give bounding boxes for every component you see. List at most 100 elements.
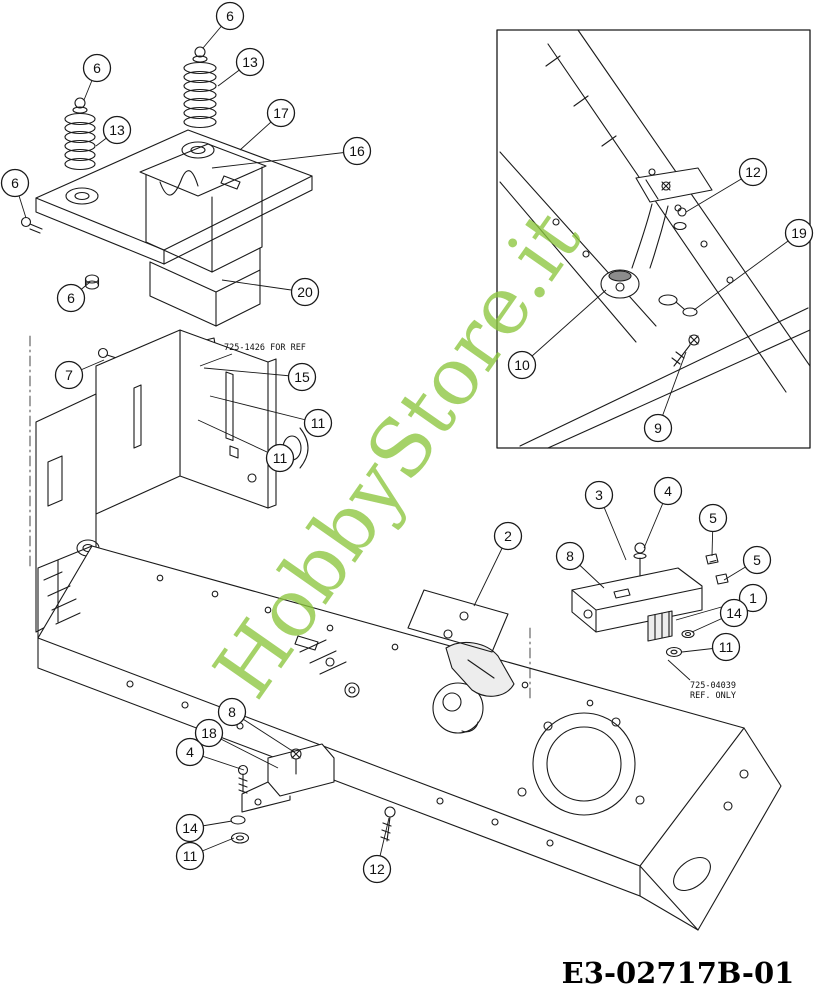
callout-label: 4 [186,744,194,760]
inset-detail-view [496,29,811,449]
callout-label: 11 [273,450,288,466]
callout-6 [0,168,30,198]
callout-label: 7 [65,367,73,383]
callout-label: 4 [664,483,672,499]
latch-block-1 [647,610,673,642]
callout-16 [342,136,372,166]
callout-label: 6 [11,175,19,191]
callout-13 [235,47,265,77]
callout-label: 6 [226,8,234,24]
callout-8 [217,697,247,727]
callout-label: 9 [654,420,662,436]
callout-label: 6 [67,290,75,306]
callout-20 [290,277,320,307]
callout-15 [287,362,317,392]
section-hatching [43,571,81,625]
callout-5 [742,545,772,575]
ref-note: REF. ONLY [690,691,736,701]
callout-label: 3 [595,487,603,503]
washer-19 [658,294,678,306]
callout-leader [521,289,607,366]
callout-4 [175,737,205,767]
callout-label: 19 [791,225,807,241]
hinge-bracket-assembly [571,542,729,658]
seat-mount-plate-assembly [20,46,313,327]
callout-label: 11 [183,848,198,864]
callout-9 [643,413,673,443]
callout-leader [693,232,800,311]
note-leader [667,659,691,681]
steering-hole [432,682,484,734]
callout-label: 14 [726,605,742,621]
callout-11 [711,632,741,662]
carriage-bolt-12 [380,806,396,842]
idler-bracket-12 [635,167,713,203]
callout-13 [102,115,132,145]
callout-label: 17 [273,105,289,121]
wire-harness [159,170,199,196]
seat-spring-right [183,46,217,129]
callout-label: 13 [242,54,258,70]
callout-label: 2 [504,528,512,544]
callout-label: 15 [294,369,310,385]
callout-6 [82,53,112,83]
callout-label: 20 [297,284,313,300]
callout-7 [54,360,84,390]
callout-2 [493,521,523,551]
callout-label: 11 [719,639,734,655]
ref-note: 725-04039 [690,681,736,691]
callout-label: 6 [93,60,101,76]
callout-6 [215,1,245,31]
callout-12 [738,157,768,187]
callout-label: 13 [109,122,125,138]
callout-3 [584,480,614,510]
clip-5b [715,573,729,585]
callout-label: 11 [311,415,326,431]
callout-label: 1 [749,590,757,606]
callout-11 [303,408,333,438]
callout-17 [266,98,296,128]
callout-6 [56,283,86,313]
nut-below-plate [84,274,100,290]
callout-1 [738,583,768,613]
note-leader [199,353,233,367]
callout-leader [197,419,281,459]
frame-deck [37,545,782,931]
clip-5a [705,553,719,565]
callout-5 [698,503,728,533]
callout-label: 8 [566,548,574,564]
ref-note: 725-1426 FOR REF [224,343,306,353]
callout-label: 10 [514,357,530,373]
callout-label: 8 [228,704,236,720]
callout-8 [555,541,585,571]
callout-label: 12 [369,861,385,877]
bolt-far-left [20,216,43,234]
pedal-lever [445,641,515,697]
callout-19 [784,218,814,248]
drawing-number: E3-02717B-01 [562,956,795,990]
callout-11 [265,443,295,473]
callout-label: 5 [753,552,761,568]
callout-label: 14 [182,820,198,836]
roller-10 [600,269,640,299]
callout-leader [211,150,358,169]
bolt-7a [97,347,109,359]
callout-label: 16 [349,143,365,159]
callout-4 [653,476,683,506]
callout-label: 12 [745,164,761,180]
callout-11 [175,841,205,871]
bolt-4-head [634,542,646,554]
support-bracket-20 [149,247,261,327]
callout-label: 5 [709,510,717,526]
engine-mount-ring [532,712,636,816]
callout-14 [719,598,749,628]
callout-18 [194,718,224,748]
callout-14 [175,813,205,843]
seat-spring-left [64,97,96,171]
front-bracket-assembly [230,743,335,844]
callout-10 [507,350,537,380]
callout-leader [203,367,303,378]
